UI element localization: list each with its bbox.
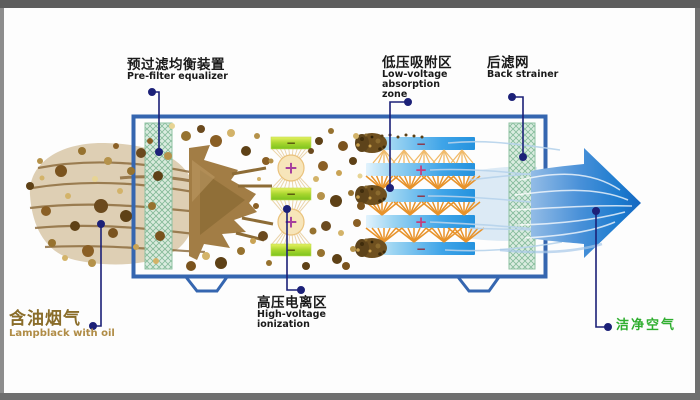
label-outlet: 洁净空气 bbox=[616, 319, 676, 333]
leader-inlet bbox=[89, 220, 106, 330]
leader-outlet bbox=[591, 207, 612, 331]
label-high-voltage-en1: High-voltage bbox=[257, 309, 326, 321]
smoke-particles bbox=[26, 123, 365, 271]
leader-low-voltage bbox=[385, 98, 412, 193]
collected-soot-clumps bbox=[355, 133, 424, 258]
ion-emitter-charge: + bbox=[284, 213, 298, 233]
label-pre-filter-zh: 预过滤均衡装置 bbox=[127, 57, 225, 73]
label-high-voltage-zone: 高压电离区 High-voltage ionization bbox=[257, 296, 327, 330]
absorb-plate-charge: − bbox=[416, 242, 426, 256]
clean-air-arrow bbox=[499, 148, 641, 258]
label-outlet-zh: 洁净空气 bbox=[616, 318, 677, 333]
label-high-voltage-en2: ionization bbox=[257, 319, 310, 331]
chamber-legs bbox=[182, 275, 502, 293]
label-low-voltage-en2: absorption bbox=[382, 79, 440, 91]
label-high-voltage-zh: 高压电离区 bbox=[257, 295, 327, 311]
absorb-plate-charge: − bbox=[416, 137, 426, 151]
absorption-plates bbox=[366, 137, 475, 255]
back-strainer-element bbox=[508, 122, 536, 270]
leader-back-strainer bbox=[507, 93, 527, 162]
label-low-voltage-en3: zone bbox=[382, 89, 408, 101]
ion-plate-charge: − bbox=[286, 187, 296, 201]
label-inlet: 含油烟气 Lampblack with oil bbox=[9, 309, 115, 339]
ionization-plates bbox=[270, 136, 312, 257]
ion-plate-charge: − bbox=[286, 136, 296, 150]
label-back-strainer-en: Back strainer bbox=[487, 69, 559, 81]
label-low-voltage-zh: 低压吸附区 bbox=[382, 55, 452, 71]
smoke-arrow bbox=[189, 145, 274, 260]
absorb-plate-charge: − bbox=[416, 189, 426, 203]
ion-emitter-charge: + bbox=[284, 159, 298, 179]
label-back-strainer: 后滤网 Back strainer bbox=[487, 56, 558, 80]
ion-plate-charge: − bbox=[286, 243, 296, 257]
label-inlet-zh: 含油烟气 bbox=[9, 309, 81, 329]
label-low-voltage-zone: 低压吸附区 Low-voltage absorption zone bbox=[382, 56, 452, 100]
label-back-strainer-zh: 后滤网 bbox=[487, 55, 529, 71]
leader-high-voltage bbox=[282, 205, 305, 294]
label-pre-filter-en: Pre-filter equalizer bbox=[127, 71, 228, 83]
label-pre-filter: 预过滤均衡装置 Pre-filter equalizer bbox=[127, 58, 228, 82]
label-inlet-en: Lampblack with oil bbox=[9, 327, 115, 339]
ionization-zone: − − − + + bbox=[270, 136, 312, 257]
absorb-plate-charge: + bbox=[415, 161, 428, 179]
ionization-emitters bbox=[277, 154, 305, 236]
absorption-zone: − + − + − bbox=[355, 133, 563, 258]
label-low-voltage-en1: Low-voltage bbox=[382, 69, 448, 81]
arrow-streamlines bbox=[511, 173, 633, 239]
absorb-plate-charge: + bbox=[415, 213, 428, 231]
leader-pre-filter bbox=[148, 88, 164, 157]
